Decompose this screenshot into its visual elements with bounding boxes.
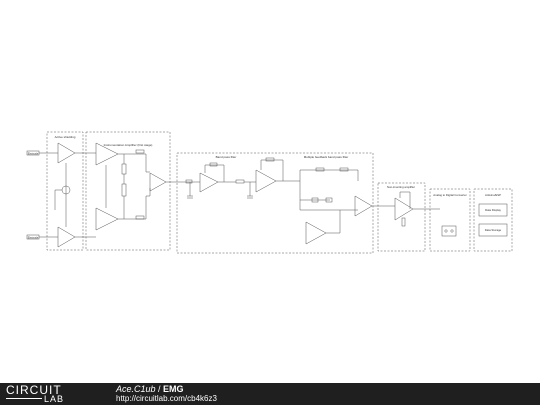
non-inverting-amp-block <box>377 182 426 252</box>
instrumentation-amp-label: Instrumentation Amplifier (first stage) <box>104 143 153 147</box>
electrode-bottom-label: Electrode <box>28 237 39 240</box>
schematic-diagram: Active shielding Instrumentation Amplifi… <box>26 131 513 254</box>
schematic-canvas: Active shielding Instrumentation Amplifi… <box>26 131 513 254</box>
active-shield-block <box>46 131 84 251</box>
data-display-label: Data Display <box>485 208 501 212</box>
electrode-top-label: Electrode <box>28 153 39 156</box>
logo-text-lab: LAB <box>44 394 65 404</box>
circuit-title-line: Ace.C1ub / EMG <box>116 384 184 394</box>
filter-block <box>176 152 374 254</box>
circuitlab-logo[interactable]: CIRCUIT LAB <box>6 384 96 404</box>
author-link[interactable]: Ace.C1ub <box>116 384 156 394</box>
adc-block <box>429 188 471 252</box>
data-storage-label: Data Storage <box>485 228 502 232</box>
multiple-feedback-label: Multiple feedback band pass filter <box>304 155 349 159</box>
circuit-url-line: http://circuitlab.com/cb4k6z3 <box>116 394 217 404</box>
band-pass-label: Band pass filter <box>216 155 237 159</box>
non-inverting-label: Non-inverting amplifier <box>387 185 415 189</box>
circuit-url-link[interactable]: http://circuitlab.com/cb4k6z3 <box>116 394 217 403</box>
circuit-title: EMG <box>163 384 184 394</box>
active-shield-label: Active shielding <box>55 135 76 139</box>
arduino-label: Arduino/ESP <box>485 193 501 197</box>
footer-bar: CIRCUIT LAB Ace.C1ub / EMG http://circui… <box>0 383 540 405</box>
title-separator: / <box>155 384 164 394</box>
logo-divider <box>6 398 42 399</box>
adc-label: Analog to Digital Converter <box>433 193 466 197</box>
instrumentation-amp-block <box>85 131 171 251</box>
logo-text-circuit: CIRCUIT <box>6 383 62 397</box>
arduino-block <box>473 188 513 252</box>
